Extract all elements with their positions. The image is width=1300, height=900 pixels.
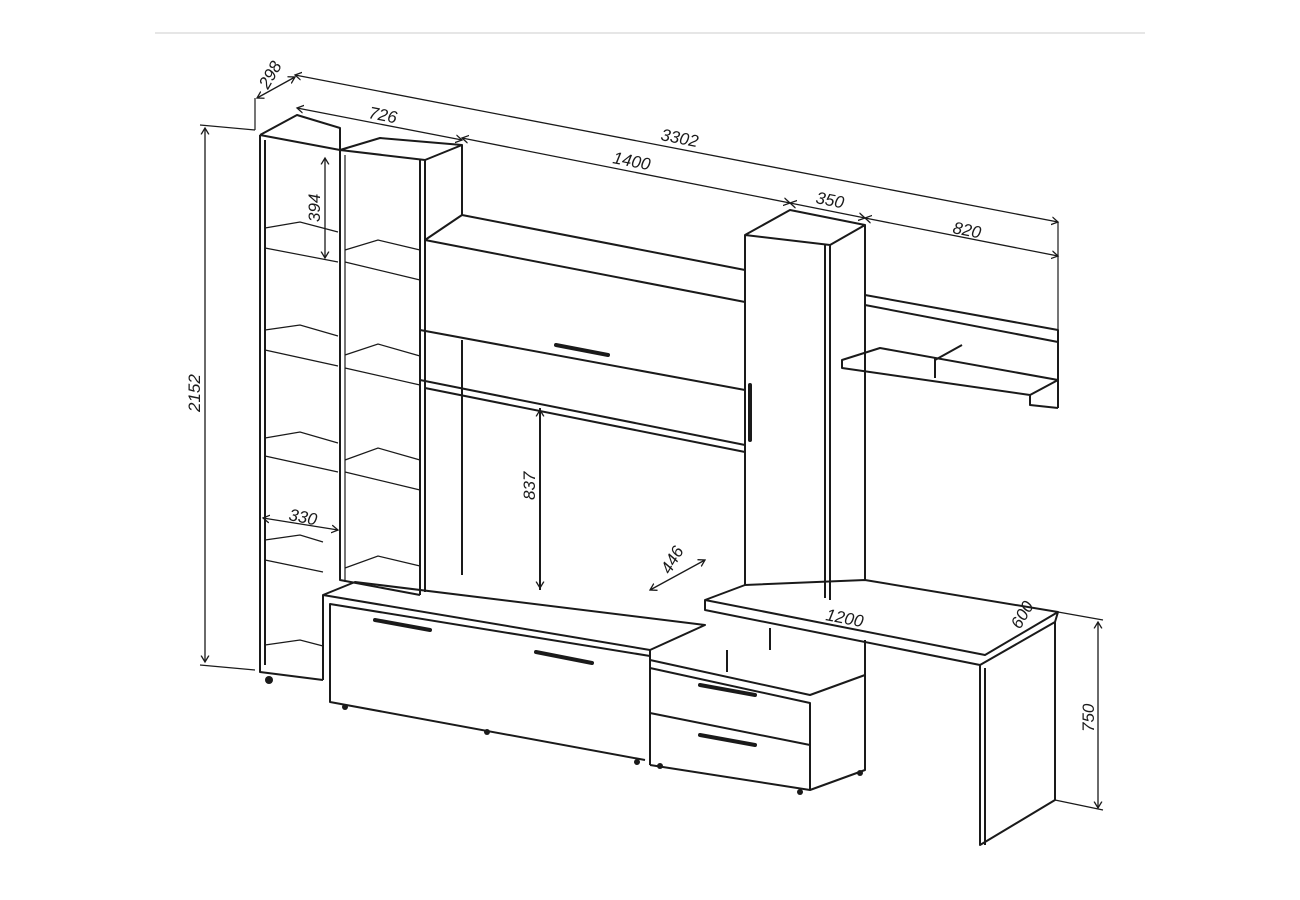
bookshelf-second [339, 137, 463, 596]
label-total-width: 3302 [659, 125, 700, 151]
label-wall-shelf-width: 820 [951, 218, 983, 242]
label-desk-height: 750 [1079, 703, 1098, 732]
dimension-lines [199, 75, 1104, 811]
label-shelf-depth: 330 [287, 505, 319, 529]
label-middle-width: 1400 [611, 148, 652, 174]
tall-bookshelf-left [259, 114, 341, 684]
label-tv-niche-height: 837 [520, 471, 539, 500]
drawer-unit [649, 640, 866, 795]
tv-stand [322, 581, 706, 765]
label-desk-width: 1200 [824, 605, 865, 631]
label-depth-top: 298 [255, 57, 286, 92]
upper-center-cabinet [419, 145, 746, 590]
wall-shelf-right [841, 294, 1059, 409]
tall-column-cabinet [744, 209, 866, 600]
desk [704, 579, 1059, 846]
label-shelf-spacing: 394 [305, 194, 324, 222]
label-shelf-width: 726 [367, 103, 399, 127]
label-total-height: 2152 [185, 374, 204, 413]
